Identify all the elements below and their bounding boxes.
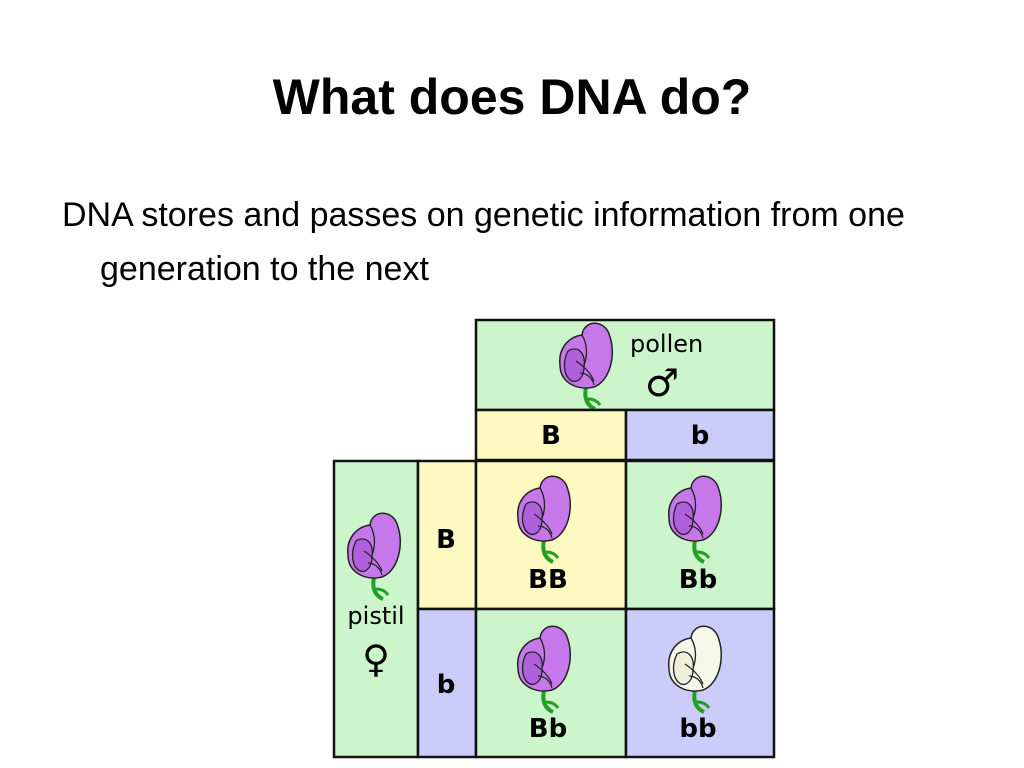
offspring-genotype-label: bb xyxy=(679,714,716,744)
offspring-genotype-label: Bb xyxy=(529,714,567,744)
side-allele-label: b xyxy=(437,670,456,700)
offspring-genotype-label: BB xyxy=(528,565,568,595)
slide-body-text: DNA stores and passes on genetic informa… xyxy=(62,196,905,288)
top-allele-label: b xyxy=(691,421,710,451)
offspring-genotype-label: Bb xyxy=(679,565,717,595)
pollen-header-box xyxy=(474,318,776,412)
top-allele-label: B xyxy=(541,421,561,451)
female-symbol-icon: ♀ xyxy=(362,637,390,681)
male-symbol-icon: ♂ xyxy=(645,361,679,405)
pistil-label: pistil xyxy=(347,602,404,630)
pistil-side-box xyxy=(332,459,420,759)
slide-title: What does DNA do? xyxy=(272,69,752,125)
side-allele-label: B xyxy=(436,525,456,555)
side-allele-cell-b xyxy=(416,607,478,759)
pollen-label: pollen xyxy=(630,330,703,358)
